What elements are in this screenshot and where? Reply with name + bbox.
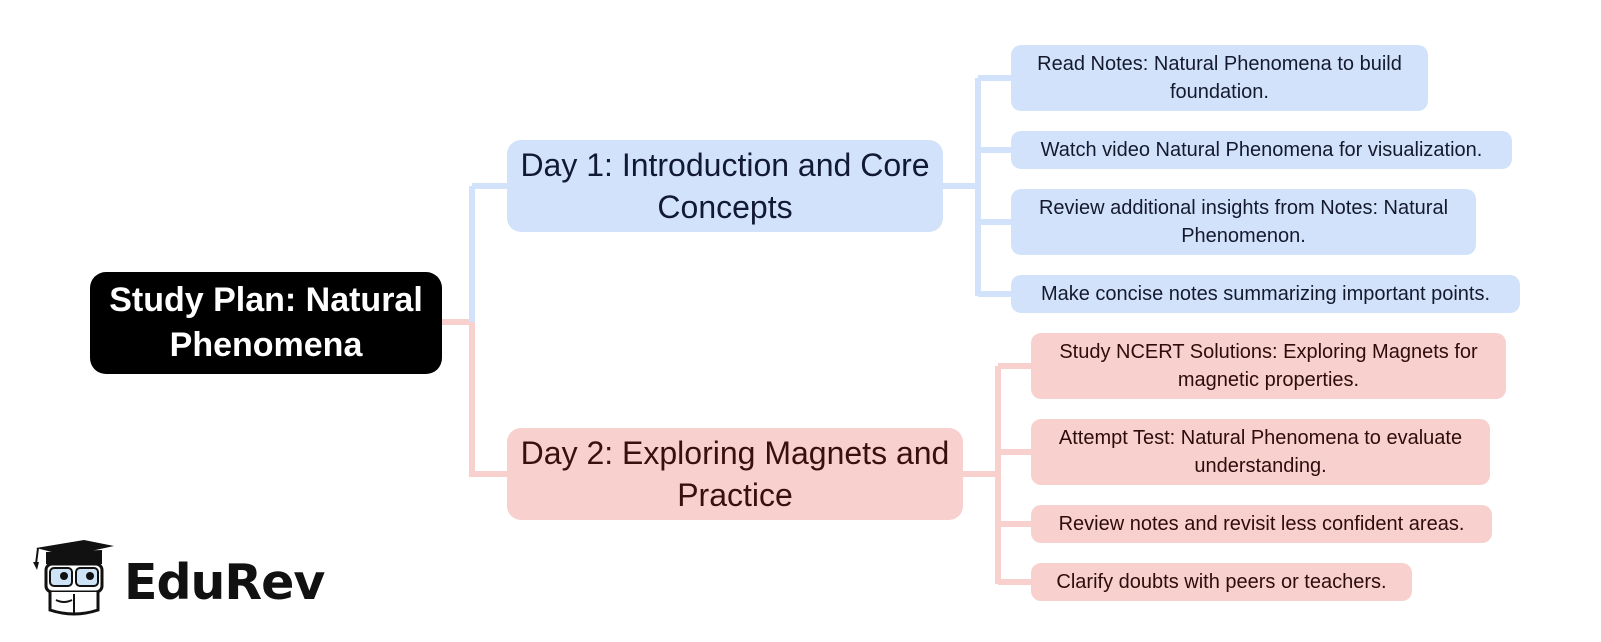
day2-node: Day 2: Exploring Magnets and Practice — [507, 428, 963, 520]
edurev-logo-text: EduRev — [124, 554, 325, 611]
day1-label: Day 1: Introduction and Core Concepts — [520, 147, 930, 225]
task-label: Review additional insights from Notes: N… — [1038, 197, 1449, 247]
root-connector — [442, 183, 507, 477]
task-label: Make concise notes summarizing important… — [1040, 283, 1491, 305]
task-label: Watch video Natural Phenomena for visual… — [1040, 139, 1483, 161]
day1-task-watch-video: Watch video Natural Phenomena for visual… — [1011, 131, 1512, 169]
task-label: Clarify doubts with peers or teachers. — [1056, 571, 1387, 593]
task-label: Review notes and revisit less confident … — [1058, 513, 1465, 535]
day1-task-make-notes: Make concise notes summarizing important… — [1011, 275, 1520, 313]
root-node: Study Plan: Natural Phenomena — [90, 272, 442, 374]
day2-task-clarify-doubts: Clarify doubts with peers or teachers. — [1031, 563, 1412, 601]
day1-connector — [943, 75, 1011, 297]
day2-task-review-notes: Review notes and revisit less confident … — [1031, 505, 1492, 543]
day1-task-review-insights: Review additional insights from Notes: N… — [1011, 189, 1476, 255]
day2-task-attempt-test: Attempt Test: Natural Phenomena to evalu… — [1031, 419, 1490, 485]
task-label: Read Notes: Natural Phenomena to build f… — [1037, 53, 1402, 103]
day2-connector — [963, 363, 1031, 585]
task-label: Study NCERT Solutions: Exploring Magnets… — [1059, 341, 1478, 391]
day1-task-read-notes: Read Notes: Natural Phenomena to build f… — [1011, 45, 1428, 111]
day1-node: Day 1: Introduction and Core Concepts — [507, 140, 943, 232]
task-label: Attempt Test: Natural Phenomena to evalu… — [1058, 427, 1463, 477]
root-label: Study Plan: Natural Phenomena — [109, 281, 423, 364]
day2-task-ncert-solutions: Study NCERT Solutions: Exploring Magnets… — [1031, 333, 1506, 399]
graduation-cap-mascot-icon — [33, 540, 114, 616]
day2-label: Day 2: Exploring Magnets and Practice — [520, 435, 950, 513]
